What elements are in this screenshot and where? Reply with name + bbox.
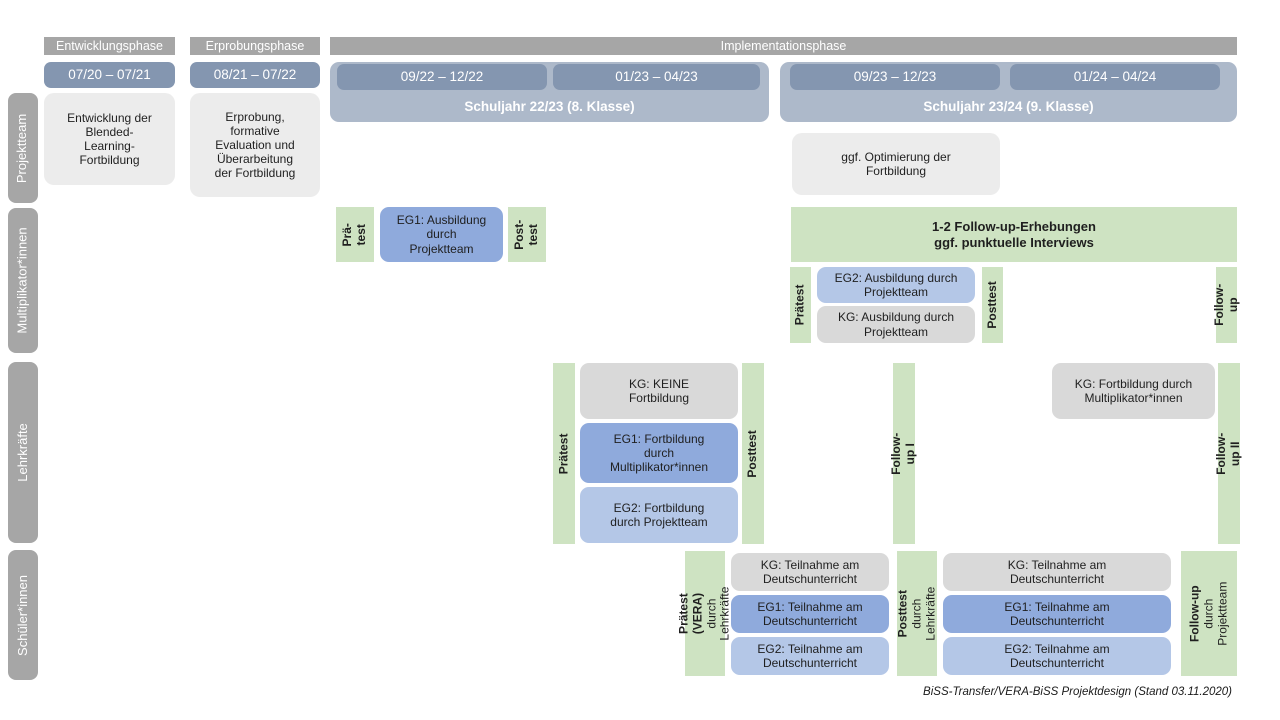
lehr-kg-box: KG: KEINE Fortbildung (580, 363, 738, 419)
schueler-eg2-box-2: EG2: Teilnahme am Deutschunterricht (943, 637, 1171, 675)
school-year-1-band: 09/22 – 12/22 01/23 – 04/23 Schuljahr 22… (330, 62, 769, 122)
mult-kg-box: KG: Ausbildung durch Projektteam (817, 306, 975, 343)
school-year-2-label: Schuljahr 23/24 (9. Klasse) (923, 98, 1094, 114)
mult-followup-box: 1-2 Follow-up-Erhebungen ggf. punktuelle… (791, 207, 1237, 262)
lehr-eg1-box: EG1: Fortbildung durch Multiplikator*inn… (580, 423, 738, 483)
lehr-followup2-bar: Follow-up II (1214, 363, 1242, 544)
school-year-2-term-2: 01/24 – 04/24 (1010, 64, 1220, 90)
phase-bar-implementation: Implementationsphase (330, 37, 1237, 55)
box-erprobung-evaluation: Erprobung, formative Evaluation und Über… (190, 93, 320, 197)
school-year-2-term-1: 09/23 – 12/23 (790, 64, 1000, 90)
date-bar-erprobung: 08/21 – 07/22 (190, 62, 320, 88)
phase-bar-erprobung: Erprobungsphase (190, 37, 320, 55)
schueler-praetest-bar: Prätest (VERA)durch Lehrkräfte (676, 551, 732, 676)
schueler-eg1-box-2: EG1: Teilnahme am Deutschunterricht (943, 595, 1171, 633)
mult-posttest2-bar: Posttest (982, 267, 1003, 343)
date-bar-entwicklung: 07/20 – 07/21 (44, 62, 175, 88)
school-year-1-term-2: 01/23 – 04/23 (553, 64, 760, 90)
lehr-posttest-bar: Posttest (742, 363, 764, 544)
schueler-kg2-box: KG: Teilnahme am Deutschunterricht (943, 553, 1171, 591)
box-entwicklung-fortbildung: Entwicklung der Blended- Learning- Fortb… (44, 93, 175, 185)
mult-eg1-box: EG1: Ausbildung durch Projektteam (380, 207, 503, 262)
row-label-schueler: Schüler*innen (8, 550, 38, 680)
row-label-projektteam: Projektteam (8, 93, 38, 203)
schueler-eg1-box-1: EG1: Teilnahme am Deutschunterricht (731, 595, 889, 633)
lehr-praetest-bar: Prätest (553, 363, 575, 544)
row-label-lehrkraefte: Lehrkräfte (8, 362, 38, 543)
mult-eg2-box: EG2: Ausbildung durch Projektteam (817, 267, 975, 303)
lehr-followup1-bar: Follow-up I (889, 363, 917, 544)
school-year-1-label: Schuljahr 22/23 (8. Klasse) (464, 98, 635, 114)
lehr-eg2-box: EG2: Fortbildung durch Projektteam (580, 487, 738, 543)
mult-praetest-bar: Prä-test (336, 207, 374, 262)
school-year-2-band: 09/23 – 12/23 01/24 – 04/24 Schuljahr 23… (780, 62, 1237, 122)
mult-praetest2-bar: Prätest (790, 267, 811, 343)
diagram-caption: BiSS-Transfer/VERA-BiSS Projektdesign (S… (923, 686, 1232, 698)
mult-posttest-bar: Post-test (508, 207, 546, 262)
schueler-kg1-box: KG: Teilnahme am Deutschunterricht (731, 553, 889, 591)
box-optimierung-fortbildung: ggf. Optimierung der Fortbildung (792, 133, 1000, 195)
school-year-1-term-1: 09/22 – 12/22 (337, 64, 547, 90)
lehr-kg2-box: KG: Fortbildung durch Multiplikator*inne… (1052, 363, 1215, 419)
row-label-multiplikatoren: Multiplikator*innen (8, 208, 38, 353)
phase-bar-entwicklung: Entwicklungsphase (44, 37, 175, 55)
schueler-eg2-box-1: EG2: Teilnahme am Deutschunterricht (731, 637, 889, 675)
mult-followup-bar: Follow-up (1212, 267, 1240, 343)
